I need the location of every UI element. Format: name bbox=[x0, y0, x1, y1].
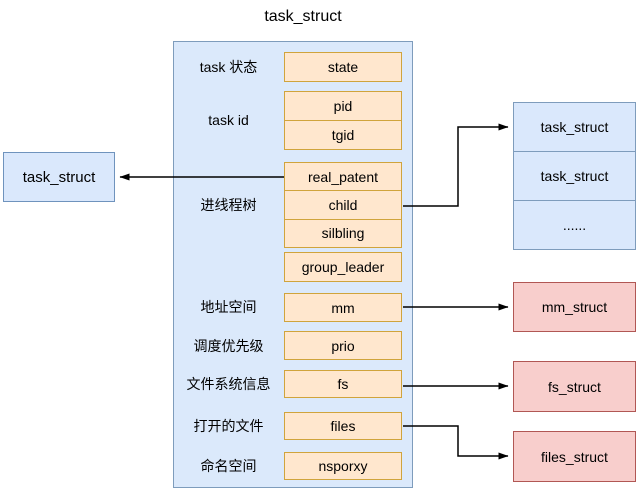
field-tgid: tgid bbox=[285, 120, 401, 149]
row-label-address-space: 地址空间 bbox=[200, 299, 257, 315]
row-label-sched-priority: 调度优先级 bbox=[193, 338, 264, 354]
task-struct-list-item: task_struct bbox=[540, 119, 609, 135]
task-struct-list-ellipsis: ...... bbox=[514, 200, 635, 249]
field-child: child bbox=[285, 190, 401, 218]
diagram-title: task_struct bbox=[264, 8, 342, 25]
files-struct-node: files_struct bbox=[513, 431, 636, 482]
right-task-struct-list: task_struct task_struct ...... bbox=[513, 102, 636, 250]
field-fs: fs bbox=[284, 370, 402, 398]
field-group-task-id: pid tgid bbox=[284, 91, 402, 150]
field-files: files bbox=[284, 412, 402, 440]
left-task-struct-node: task_struct bbox=[3, 152, 115, 202]
row-label-task-id: task id bbox=[208, 112, 249, 128]
row-label-open-files: 打开的文件 bbox=[193, 418, 264, 434]
arrow-child-to-task-struct-list bbox=[403, 123, 509, 207]
field-group-process-tree: real_patent child silbling bbox=[284, 162, 402, 248]
row-label-filesystem-info: 文件系统信息 bbox=[186, 376, 271, 392]
field-nsproxy: nsporxy bbox=[284, 452, 402, 480]
row-label-task-state: task 状态 bbox=[199, 59, 258, 75]
field-mm: mm bbox=[284, 293, 402, 322]
field-pid: pid bbox=[333, 98, 353, 114]
field-group-leader: group_leader bbox=[284, 252, 402, 282]
row-label-process-tree: 进线程树 bbox=[200, 197, 257, 213]
fs-struct-node: fs_struct bbox=[513, 361, 636, 412]
task-struct-list-item: task_struct bbox=[514, 151, 635, 200]
field-real-parent: real_patent bbox=[307, 168, 379, 185]
field-sibling: silbling bbox=[285, 218, 401, 247]
mm-struct-node: mm_struct bbox=[513, 282, 636, 332]
field-prio: prio bbox=[284, 331, 402, 360]
arrow-files-to-files-struct bbox=[403, 425, 509, 460]
field-state: state bbox=[284, 52, 402, 82]
row-label-namespace: 命名空间 bbox=[200, 458, 257, 474]
